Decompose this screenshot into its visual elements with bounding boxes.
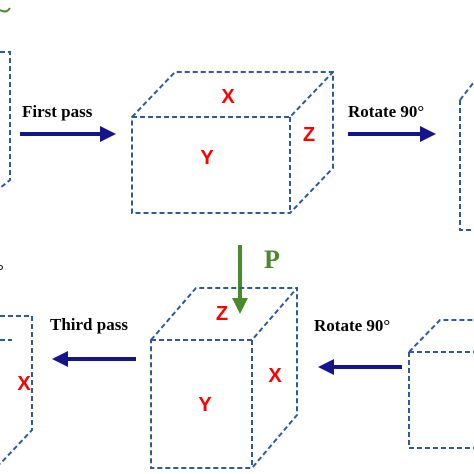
rotate-top-label: Rotate 90° bbox=[348, 102, 424, 121]
cube-bottom-top-face-z: Z bbox=[216, 303, 228, 325]
cube-bottom-front-face-y: Y bbox=[198, 394, 212, 416]
cube-left-bottom-partial bbox=[0, 315, 33, 465]
cube-bottom-side-face-x: X bbox=[268, 365, 282, 387]
cube-front-face-y: Y bbox=[200, 147, 214, 169]
cube-bottom-center bbox=[150, 287, 298, 469]
third-pass-arrow bbox=[52, 351, 136, 367]
press-label: P bbox=[264, 245, 280, 274]
cube-right-top-partial bbox=[459, 81, 474, 231]
first-pass-label: First pass bbox=[22, 102, 93, 121]
cube-side-face-z: Z bbox=[303, 124, 315, 146]
first-pass-arrow bbox=[20, 126, 116, 142]
cube-left-bottom-face-x: X bbox=[17, 373, 31, 395]
rotate-bottom-label: Rotate 90° bbox=[314, 316, 390, 335]
press-arrow bbox=[232, 245, 248, 314]
cube-right-bottom-partial bbox=[408, 319, 474, 449]
cube-top-center bbox=[131, 71, 334, 214]
corner-mark bbox=[0, 7, 11, 13]
rotate-top-arrow bbox=[348, 126, 436, 142]
cube-left-top-partial bbox=[0, 51, 11, 189]
left-edge-fragment: ° bbox=[0, 261, 4, 280]
rotate-bottom-arrow bbox=[318, 359, 402, 375]
third-pass-label: Third pass bbox=[50, 315, 128, 334]
cube-top-face-x: X bbox=[221, 86, 235, 108]
